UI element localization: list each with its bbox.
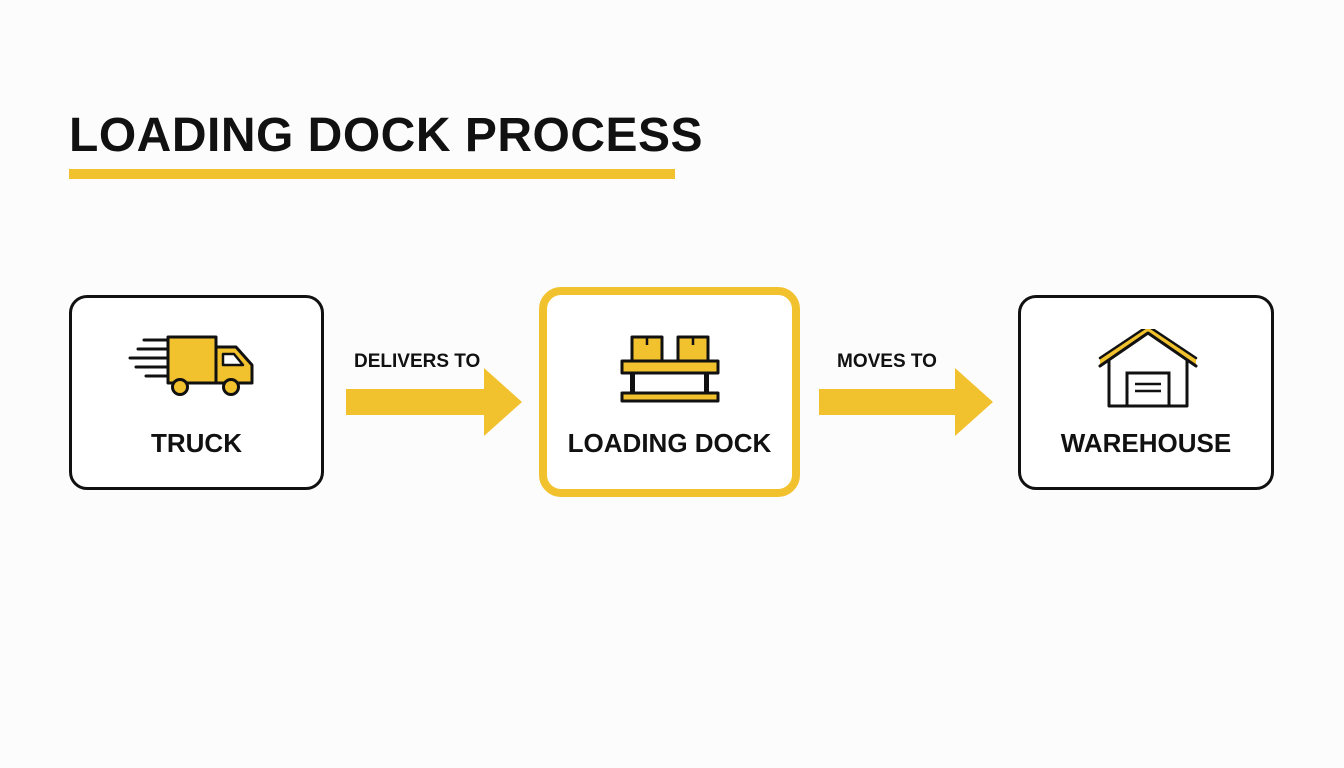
node-truck: TRUCK xyxy=(69,295,324,490)
node-label-warehouse: WAREHOUSE xyxy=(1060,428,1232,458)
node-warehouse: WAREHOUSE xyxy=(1018,295,1274,490)
edge-label-moves-to: MOVES TO xyxy=(837,351,937,372)
arrow-icon xyxy=(346,368,522,436)
node-loading-dock: LOADING DOCK xyxy=(539,287,800,497)
edge-label-delivers-to: DELIVERS TO xyxy=(354,351,481,372)
pallet-boxes-icon xyxy=(620,335,720,403)
node-label-loading-dock: LOADING DOCK xyxy=(567,428,772,458)
arrow-icon xyxy=(819,368,993,436)
page-title: LOADING DOCK PROCESS xyxy=(69,109,704,162)
warehouse-icon xyxy=(1098,329,1198,408)
node-label-truck: TRUCK xyxy=(151,428,242,458)
truck-icon xyxy=(128,335,254,396)
title-underline xyxy=(69,169,675,179)
